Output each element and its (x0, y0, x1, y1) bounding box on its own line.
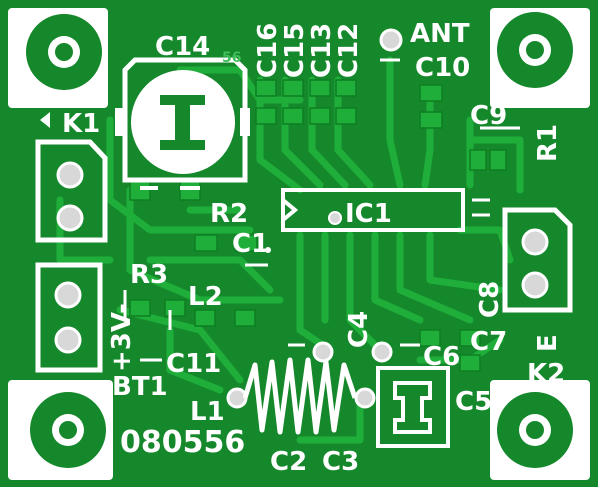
label-k2: K2 (527, 359, 565, 389)
label-faint-number: 56 (222, 50, 241, 66)
label-c9: C9 (470, 101, 507, 131)
label-bt1: BT1 (112, 372, 168, 402)
label-r3: R3 (130, 260, 168, 290)
c5-trimmer (376, 366, 450, 448)
label-c5: C5 (455, 387, 492, 417)
mount-hole-bottom-right (490, 380, 590, 480)
label-c3: C3 (322, 447, 359, 477)
label-c13: C13 (307, 23, 337, 78)
project-number: 080556 (120, 425, 245, 460)
label-plus-3v: +3V- (107, 303, 137, 372)
label-ic1: IC1 (345, 199, 392, 229)
copper-traces (56, 56, 524, 444)
label-c11: C11 (166, 349, 221, 379)
label-l1: L1 (190, 397, 225, 427)
label-c14: C14 (155, 32, 210, 62)
component-pads (129, 79, 507, 372)
label-e: E (533, 334, 563, 352)
k2-connector (502, 207, 573, 313)
label-l2: L2 (188, 282, 223, 312)
c14-capacitor-outline (115, 57, 250, 190)
label-c7: C7 (470, 327, 507, 357)
c4-pad (312, 341, 334, 363)
mount-hole-top-left (8, 8, 108, 108)
ant-pad (379, 28, 403, 52)
label-r1: R1 (533, 124, 563, 162)
ic1-outline (281, 188, 490, 232)
bt1-connector (35, 262, 103, 373)
c6-pad (371, 341, 393, 363)
k1-connector (35, 112, 108, 243)
label-c12: C12 (334, 23, 364, 78)
label-c15: C15 (280, 23, 310, 78)
label-c4: C4 (344, 311, 374, 348)
label-c2: C2 (270, 447, 307, 477)
label-c6: C6 (423, 342, 460, 372)
mount-hole-bottom-left (8, 380, 113, 480)
label-c16: C16 (253, 23, 283, 78)
mount-hole-top-right (490, 8, 590, 108)
label-c10: C10 (415, 53, 470, 83)
label-c1: C1 (232, 229, 269, 259)
l1-coil (226, 357, 376, 435)
label-c8: C8 (475, 281, 505, 318)
label-r2: R2 (210, 199, 248, 229)
label-ant: ANT (410, 19, 470, 49)
label-k1: K1 (62, 109, 100, 139)
